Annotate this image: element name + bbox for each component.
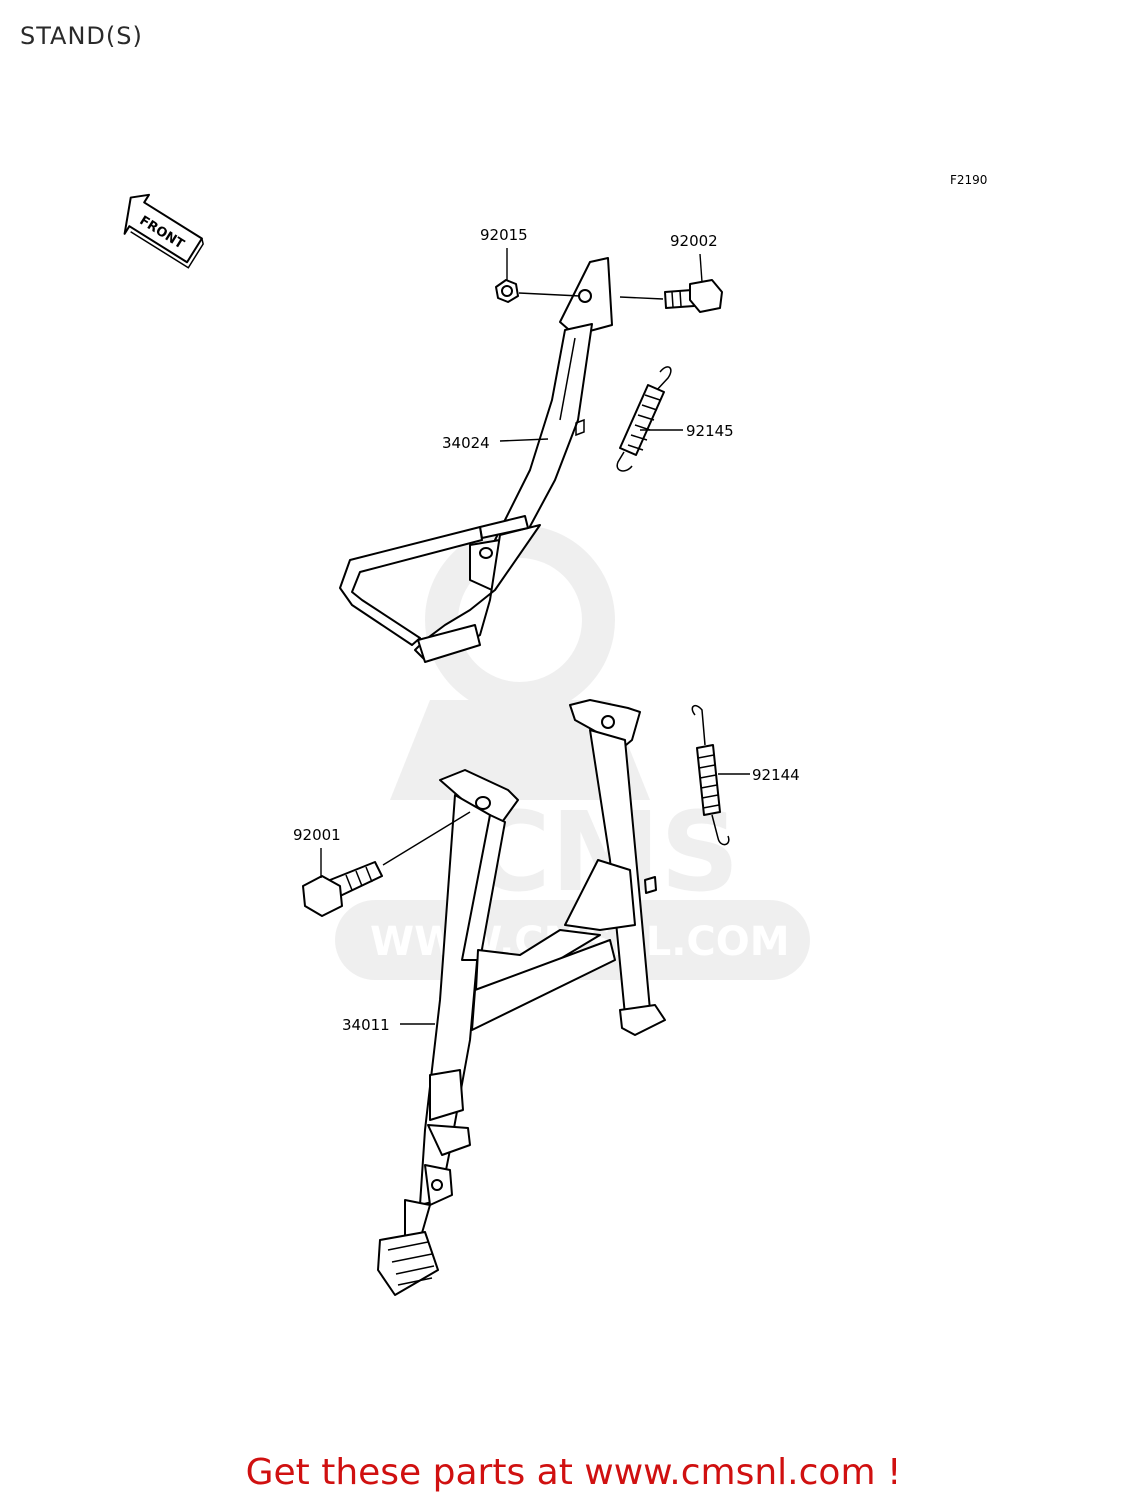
label-92001: 92001	[293, 826, 341, 844]
label-92145: 92145	[686, 422, 734, 440]
label-92144: 92144	[752, 766, 800, 784]
get-parts-link[interactable]: Get these parts at www.cmsnl.com !	[245, 1452, 902, 1493]
figure-code: F2190	[950, 173, 987, 187]
part-92001-bolt	[302, 861, 383, 917]
part-92015-nut	[495, 279, 519, 303]
label-34024: 34024	[442, 434, 490, 452]
part-92145-spring	[616, 366, 672, 472]
label-34011: 34011	[342, 1016, 390, 1034]
part-92002-bolt	[664, 279, 723, 313]
page-title: STAND(S)	[20, 22, 143, 50]
label-92002: 92002	[670, 232, 718, 250]
part-34011-main-stand	[377, 699, 666, 1296]
part-92144-spring	[691, 704, 730, 846]
label-92015: 92015	[480, 226, 528, 244]
front-arrow-icon: FRONT	[123, 193, 204, 269]
